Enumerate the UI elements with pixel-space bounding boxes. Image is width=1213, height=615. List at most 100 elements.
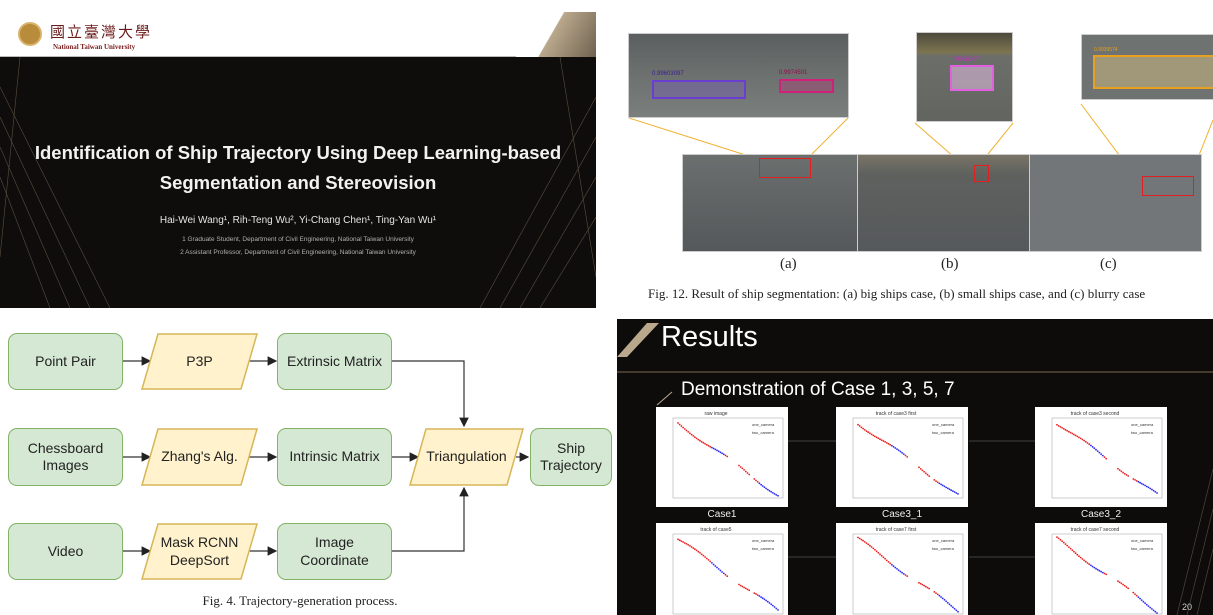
case-label: Case3_2	[1080, 509, 1122, 520]
data-point	[707, 444, 710, 447]
data-point	[867, 543, 870, 546]
score-label: 0.9974501	[779, 70, 808, 76]
data-point	[1154, 610, 1157, 613]
data-point	[755, 593, 757, 595]
score-label: 0.9996357	[951, 57, 980, 63]
data-point	[738, 583, 740, 586]
data-point	[936, 481, 939, 484]
node-point-pair: Point Pair	[8, 333, 123, 390]
data-point	[722, 572, 725, 575]
data-point	[1073, 433, 1075, 436]
data-point	[743, 469, 745, 471]
data-point	[874, 548, 876, 551]
data-point	[1132, 478, 1135, 480]
data-point	[1057, 425, 1060, 427]
node-video: Video	[8, 523, 123, 580]
data-point	[709, 445, 712, 448]
data-point	[766, 600, 769, 603]
legend-two: two_camera	[932, 430, 955, 435]
data-point	[863, 429, 866, 431]
data-point	[717, 450, 720, 453]
data-point	[887, 442, 890, 445]
data-point	[953, 491, 956, 493]
data-point	[901, 451, 903, 454]
data-point	[877, 551, 880, 554]
data-point	[885, 442, 888, 444]
data-point	[872, 547, 875, 550]
data-point	[897, 449, 900, 452]
data-point	[875, 436, 878, 439]
data-point	[1142, 483, 1145, 486]
data-point	[739, 584, 742, 587]
data-point	[858, 537, 861, 540]
data-point	[950, 489, 953, 492]
data-point	[919, 468, 922, 470]
data-point	[1127, 587, 1130, 590]
data-point	[763, 598, 766, 601]
data-point	[923, 470, 925, 473]
data-point	[1068, 430, 1070, 433]
data-point	[1120, 470, 1123, 473]
plot-title: track of case7 second	[1071, 527, 1120, 533]
decorative-lines	[0, 57, 596, 308]
data-point	[1068, 546, 1070, 548]
flow-arrows	[123, 356, 530, 556]
data-point	[924, 585, 927, 588]
data-point	[891, 563, 893, 566]
data-point	[906, 575, 909, 577]
data-point	[746, 472, 749, 474]
data-point	[857, 423, 859, 426]
data-point	[748, 473, 751, 476]
data-point	[1096, 450, 1099, 452]
data-point	[763, 486, 766, 489]
data-point	[690, 433, 693, 436]
score-label: 0.99603097	[652, 71, 684, 77]
data-point	[884, 557, 886, 560]
data-point	[719, 451, 722, 454]
data-point	[1135, 594, 1138, 597]
highlight-box	[974, 165, 989, 182]
data-point	[677, 538, 679, 541]
data-point	[1117, 467, 1119, 470]
data-point	[705, 443, 708, 446]
data-point	[772, 604, 774, 607]
affiliation-1: 1 Graduate Student, Department of Civil …	[182, 236, 414, 243]
data-point	[952, 490, 954, 492]
detection-box	[779, 79, 834, 93]
detection-box	[1093, 55, 1213, 89]
data-point	[689, 432, 691, 435]
data-point	[1061, 540, 1063, 543]
data-point	[1098, 451, 1101, 454]
data-point	[875, 550, 878, 553]
data-point	[938, 482, 941, 485]
data-point	[753, 592, 756, 594]
node-mask-rcnn-deepsort: Mask RCNN DeepSort	[141, 523, 258, 580]
data-point	[768, 602, 771, 604]
data-point	[760, 596, 762, 598]
data-point	[1096, 568, 1099, 571]
data-point	[1142, 600, 1145, 603]
data-point	[924, 472, 927, 475]
data-point	[1081, 438, 1084, 441]
data-point	[721, 571, 723, 573]
data-point	[702, 554, 705, 557]
flowchart-caption: Fig. 4. Trajectory-generation process.	[202, 593, 398, 608]
logo-chinese: 國立臺灣大學	[50, 23, 153, 41]
data-point	[1103, 572, 1106, 575]
data-point	[885, 559, 888, 562]
data-point	[1122, 583, 1124, 586]
data-point	[714, 448, 717, 451]
data-point	[755, 479, 757, 482]
data-point	[860, 538, 863, 541]
data-point	[722, 453, 725, 456]
data-point	[1140, 482, 1143, 485]
label-b: (b)	[941, 256, 959, 272]
data-point	[1090, 564, 1092, 567]
data-point	[1151, 488, 1153, 491]
data-point	[941, 597, 944, 600]
logo-english: National Taiwan University	[53, 43, 136, 51]
data-point	[1151, 608, 1153, 610]
data-point	[756, 481, 759, 483]
